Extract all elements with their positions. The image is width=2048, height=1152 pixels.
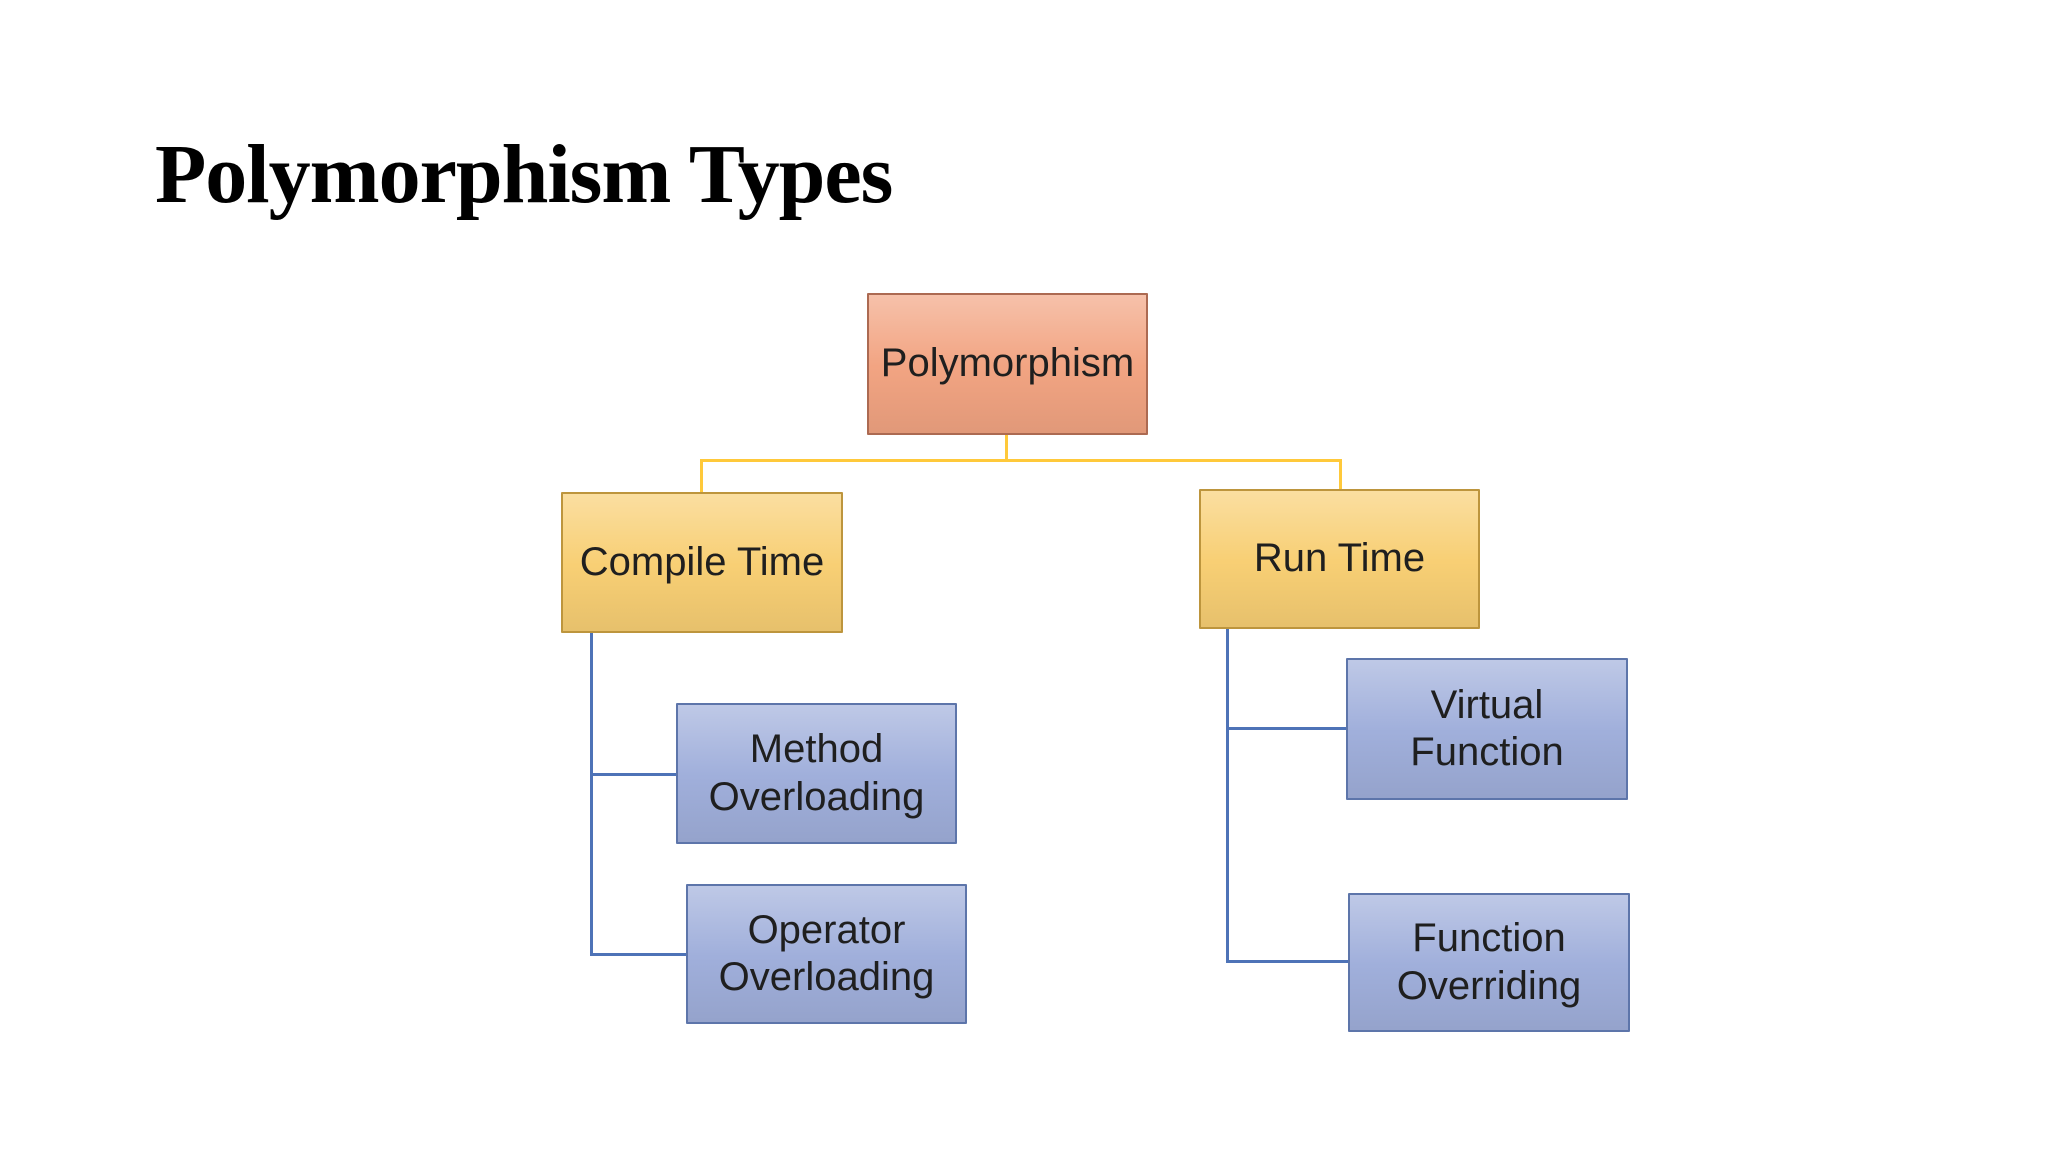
connector-compile-vertical (590, 633, 593, 956)
node-function-overriding: Function Overriding (1348, 893, 1630, 1032)
node-operator-overloading: Operator Overloading (686, 884, 967, 1024)
connector-stub-method-overloading (593, 773, 677, 776)
connector-stub-virtual-function (1229, 727, 1347, 730)
connector-level1-horizontal (700, 459, 1342, 462)
node-run-time: Run Time (1199, 489, 1480, 629)
page-title: Polymorphism Types (155, 128, 893, 221)
node-virtual-function: Virtual Function (1346, 658, 1628, 800)
node-compile-time: Compile Time (561, 492, 843, 633)
connector-drop-run-time (1339, 459, 1342, 490)
connector-drop-compile-time (700, 459, 703, 493)
connector-stub-function-overriding (1229, 960, 1349, 963)
connector-runtime-vertical (1226, 629, 1229, 963)
node-polymorphism: Polymorphism (867, 293, 1148, 435)
node-method-overloading: Method Overloading (676, 703, 957, 844)
connector-stub-operator-overloading (593, 953, 687, 956)
connector-root-stem (1005, 435, 1008, 462)
